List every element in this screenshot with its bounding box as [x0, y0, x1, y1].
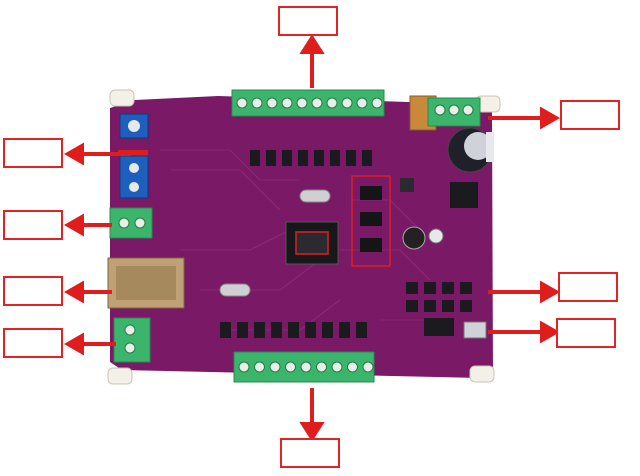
highlight-region [351, 175, 391, 267]
arrow-left-3-head [63, 280, 84, 304]
power-terminal [409, 95, 481, 131]
screw-bottom-6 [316, 361, 327, 373]
callout-box-right-bottom [556, 318, 616, 348]
callout-box-right-top [560, 100, 620, 130]
bottom-ic-6 [305, 322, 316, 338]
right-ic-3 [442, 282, 454, 294]
standoff-bottom-left [107, 367, 133, 385]
top-terminal-block [231, 89, 385, 117]
potentiometer-1 [119, 113, 149, 139]
red-strip [118, 150, 148, 156]
callout-box-left-2 [3, 210, 63, 240]
screw-top-10 [371, 97, 383, 109]
crystal-oscillator [219, 189, 331, 297]
standoff-top-left [109, 89, 135, 107]
screw-bottom-7 [331, 361, 343, 373]
arrow-left-2-head [63, 213, 84, 237]
potentiometer-2 [119, 155, 149, 199]
screw-top-9 [356, 97, 368, 109]
rj45-ethernet-jack [107, 257, 185, 309]
top-ic-3 [282, 150, 292, 166]
screw-top-1 [236, 97, 248, 109]
top-ic-1 [250, 150, 260, 166]
screw-top-2 [251, 97, 263, 109]
bottom-ic-1 [220, 322, 231, 338]
screw-bottom-9 [362, 361, 374, 373]
callout-box-top [278, 6, 338, 36]
right-ic-7 [442, 300, 454, 312]
voltage-regulator [400, 178, 478, 208]
screw-bottom-5 [300, 361, 312, 373]
bottom-ic-4 [271, 322, 282, 338]
arrow-down-head [299, 422, 325, 442]
microcontroller [285, 221, 339, 265]
screw-bottom-4 [285, 361, 296, 373]
rs485-transceiver [424, 318, 454, 336]
right-ic-5 [406, 300, 418, 312]
callout-box-left-1 [3, 138, 63, 168]
arrow-right-top-head [540, 106, 561, 130]
top-ic-2 [266, 150, 276, 166]
optocoupler-row-top [250, 150, 372, 166]
highlight-chip-3 [360, 238, 382, 252]
optocoupler-grid-right [406, 282, 472, 312]
bottom-terminal-block [233, 351, 375, 383]
highlight-chip-1 [360, 186, 382, 200]
screw-bottom-8 [347, 361, 358, 373]
arrow-right-bottom-head [540, 320, 561, 344]
left-terminal-small [109, 207, 153, 239]
highlight-chip-2 [360, 212, 382, 226]
top-ic-6 [330, 150, 340, 166]
standoff-bottom-right [469, 365, 495, 383]
electrolytic-capacitor [447, 127, 494, 173]
usb-port [463, 321, 487, 339]
bottom-ic-2 [237, 322, 248, 338]
arrow-left-4-head [63, 332, 84, 356]
left-terminal-bottom [113, 317, 151, 363]
right-ic-8 [460, 300, 472, 312]
standoffs [107, 89, 501, 385]
bottom-ic-8 [339, 322, 350, 338]
top-ic-4 [298, 150, 308, 166]
right-ic-4 [460, 282, 472, 294]
top-ic-7 [346, 150, 356, 166]
bottom-ic-5 [288, 322, 299, 338]
top-ic-8 [362, 150, 372, 166]
callout-box-bottom [280, 438, 340, 468]
right-ic-1 [406, 282, 418, 294]
screw-top-6 [311, 97, 323, 109]
bottom-ic-9 [356, 322, 367, 338]
highlight-chips [360, 186, 382, 252]
screw-top-3 [266, 97, 278, 109]
screw-bottom-3 [269, 361, 281, 373]
arrow-right-middle-head [540, 280, 561, 304]
right-ic-6 [424, 300, 436, 312]
bottom-ic-7 [322, 322, 333, 338]
arrow-left-1-head [63, 142, 84, 166]
screw-top-4 [281, 97, 293, 109]
screw-bottom-2 [254, 361, 265, 373]
screw-top-8 [341, 97, 353, 109]
screw-top-5 [296, 97, 308, 109]
small-capacitor [402, 226, 444, 250]
callout-arrows [63, 34, 561, 442]
callout-box-left-3 [3, 276, 63, 306]
screw-top-7 [326, 97, 338, 109]
arrow-up-head [299, 34, 325, 54]
optocoupler-row-bottom [220, 322, 367, 338]
top-ic-5 [314, 150, 324, 166]
screw-bottom-1 [238, 361, 250, 373]
bottom-ic-3 [254, 322, 265, 338]
right-ic-2 [424, 282, 436, 294]
callout-box-left-4 [3, 328, 63, 358]
callout-box-right-middle [558, 272, 618, 302]
